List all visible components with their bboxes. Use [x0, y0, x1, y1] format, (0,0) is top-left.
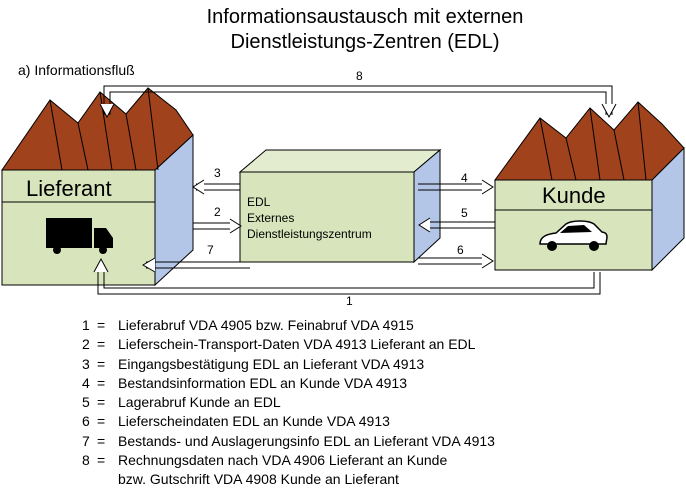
- legend-equals: =: [97, 336, 106, 353]
- truck-icon: [46, 218, 113, 254]
- arrow-1: [93, 257, 601, 295]
- legend-item: 3 = Eingangsbestätigung EDL an Lieferant…: [82, 355, 495, 374]
- legend-item: 6 = Lieferscheindaten EDL an Kunde VDA 4…: [82, 412, 495, 431]
- legend-text: Bestands- und Auslagerungsinfo EDL an Li…: [118, 432, 495, 449]
- legend-item: 2 = Lieferschein-Transport-Daten VDA 491…: [82, 335, 495, 354]
- arrow-6: [418, 253, 494, 269]
- legend-number: 1: [82, 317, 90, 333]
- car-icon: [539, 220, 608, 251]
- arrow-8: [99, 85, 617, 119]
- arrow-5: [418, 217, 495, 233]
- diagram-subtitle: a) Informationsfluß: [18, 62, 135, 78]
- legend-equals: =: [97, 374, 106, 391]
- arrow-label-1: 1: [346, 294, 353, 308]
- arrow-3: [192, 179, 240, 195]
- legend-number: 8: [82, 452, 90, 469]
- arrow-label-2: 2: [214, 205, 221, 219]
- arrow-label-3: 3: [214, 166, 221, 180]
- kunde-label: Kunde: [542, 183, 606, 208]
- legend-equals: =: [97, 317, 106, 333]
- legend-equals: =: [97, 413, 106, 430]
- legend-number: 6: [82, 413, 90, 430]
- kunde-building: [494, 101, 685, 272]
- legend-text: Lieferabruf VDA 4905 bzw. Feinabruf VDA …: [118, 317, 414, 333]
- arrow-2: [193, 218, 242, 234]
- arrow-label-8: 8: [356, 69, 363, 83]
- lieferant-label: Lieferant: [26, 176, 112, 201]
- legend-item: 5 = Lagerabruf Kunde an EDL: [82, 393, 495, 412]
- arrow-label-5: 5: [461, 206, 468, 220]
- legend-text: Eingangsbestätigung EDL an Lieferant VDA…: [118, 355, 425, 372]
- legend-equals: =: [97, 394, 106, 411]
- flow-diagram: Lieferant Kunde EDL Externes Dienstleist…: [1, 69, 685, 308]
- arrow-7: [142, 257, 250, 273]
- arrow-label-7: 7: [207, 243, 214, 257]
- kunde-roof: [494, 101, 685, 181]
- legend-item: 4 = Bestandsinformation EDL an Kunde VDA…: [82, 374, 495, 393]
- edl-label-line1: EDL: [247, 195, 271, 209]
- legend-number: 7: [82, 432, 90, 449]
- legend-number: 3: [82, 355, 90, 372]
- edl-label-line2: Externes: [247, 211, 294, 225]
- legend: 1 = Lieferabruf VDA 4905 bzw. Feinabruf …: [82, 316, 495, 490]
- legend-number: 4: [82, 374, 90, 391]
- lieferant-roof: [1, 87, 194, 171]
- legend-text: Rechnungsdaten nach VDA 4906 Lieferant a…: [118, 452, 448, 469]
- legend-equals: =: [97, 452, 106, 469]
- legend-number: 2: [82, 336, 90, 353]
- legend-continuation: bzw. Gutschrift VDA 4908 Kunde an Liefer…: [118, 471, 399, 488]
- legend-item: 1 = Lieferabruf VDA 4905 bzw. Feinabruf …: [82, 316, 495, 335]
- arrow-4: [418, 179, 494, 195]
- arrow-label-6: 6: [457, 243, 464, 257]
- legend-text: Lieferscheindaten EDL an Kunde VDA 4913: [118, 413, 390, 430]
- edl-label-line3: Dienstleistungszentrum: [247, 227, 372, 241]
- legend-equals: =: [97, 432, 106, 449]
- legend-equals: =: [97, 355, 106, 372]
- edl-box: [238, 148, 442, 264]
- legend-item: 8 = Rechnungsdaten nach VDA 4906 Liefera…: [82, 451, 495, 470]
- arrow-label-4: 4: [461, 171, 468, 185]
- legend-text: Lieferschein-Transport-Daten VDA 4913 Li…: [118, 336, 476, 353]
- legend-item: 7 = Bestands- und Auslagerungsinfo EDL a…: [82, 432, 495, 451]
- diagram-title-line1: Informationsaustausch mit externen: [206, 6, 524, 28]
- legend-text: Lagerabruf Kunde an EDL: [118, 394, 281, 411]
- legend-number: 5: [82, 394, 90, 411]
- legend-text: Bestandsinformation EDL an Kunde VDA 491…: [118, 374, 408, 391]
- diagram-title-line2: Dienstleistungs-Zentren (EDL): [230, 31, 500, 53]
